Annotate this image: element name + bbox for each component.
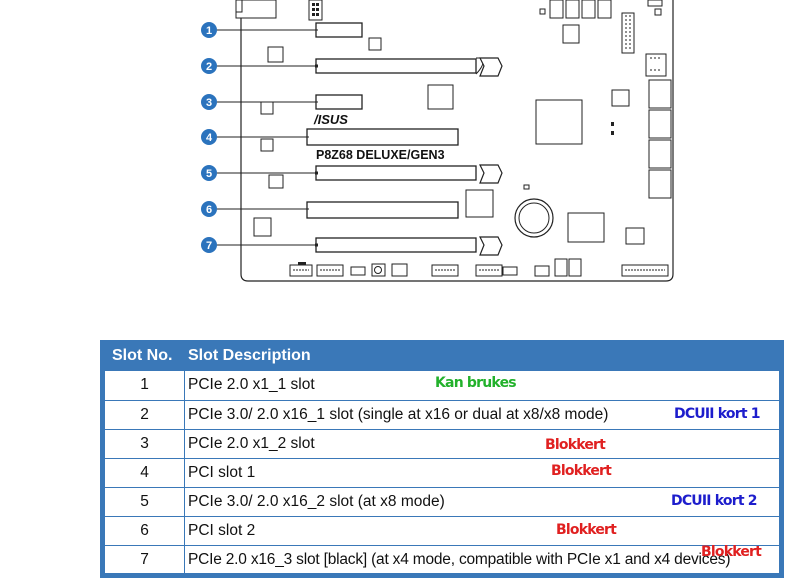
slot-number: 4 (140, 464, 149, 481)
slot-6 (306, 201, 459, 219)
svg-text:2: 2 (206, 61, 212, 73)
callout-2: 2 (201, 58, 318, 74)
callout-5: 5 (201, 165, 318, 181)
slot-note: DCUII kort 2 (671, 493, 758, 509)
cmos-battery (514, 198, 554, 238)
slot-4 (306, 128, 459, 146)
svg-text:7: 7 (206, 240, 212, 252)
slot-1 (315, 22, 363, 38)
slot-description: PCI slot 2 (188, 522, 256, 539)
callout-7: 7 (201, 237, 318, 253)
header-slot-description: Slot Description (188, 347, 311, 364)
slot-note: Blokkert (556, 522, 617, 538)
svg-text:4: 4 (206, 132, 213, 144)
header-slot-no: Slot No. (112, 347, 173, 364)
sata-port (648, 139, 672, 169)
table-row: 6 PCI slot 2 Blokkert (105, 516, 779, 545)
slot-description: PCIe 2.0 x1_1 slot (188, 376, 315, 393)
chipset (535, 99, 583, 145)
model-label: P8Z68 DELUXE/GEN3 (316, 148, 445, 162)
table-row: 2 PCIe 3.0/ 2.0 x16_1 slot (single at x1… (105, 400, 779, 429)
slot-number: 7 (140, 551, 149, 568)
table-row: 1 PCIe 2.0 x1_1 slot Kan brukes (105, 371, 779, 400)
slot-7 (315, 237, 477, 253)
slot-description: PCIe 3.0/ 2.0 x16_2 slot (at x8 mode) (188, 493, 445, 510)
slot-description: PCI slot 1 (188, 464, 256, 481)
slot-note: Blokkert (701, 544, 762, 560)
callout-4: 4 (201, 129, 309, 145)
table-row: 4 PCI slot 1 Blokkert (105, 458, 779, 487)
slot-note: DCUII kort 1 (674, 406, 761, 422)
table-row: 3 PCIe 2.0 x1_2 slot Blokkert (105, 429, 779, 458)
slot-number: 1 (140, 376, 149, 393)
atx-connector (621, 12, 635, 54)
slot-description: PCIe 2.0 x1_2 slot (188, 435, 315, 452)
svg-text:1: 1 (206, 25, 212, 37)
slot-2 (315, 58, 477, 74)
slot-number: 5 (140, 493, 149, 510)
slot-number: 6 (140, 522, 149, 539)
callout-6: 6 (201, 201, 309, 217)
table-body: 1 PCIe 2.0 x1_1 slot Kan brukes 2 PCIe 3… (105, 371, 779, 574)
table-header: Slot No. Slot Description (105, 340, 779, 371)
brand-logo: /ISUS (313, 112, 348, 127)
slot-table: Slot No. Slot Description 1 PCIe 2.0 x1_… (100, 340, 784, 578)
slot-note: Blokkert (551, 463, 612, 479)
slot-number: 2 (140, 406, 149, 423)
table-row: 7 PCIe 2.0 x16_3 slot [black] (at x4 mod… (105, 544, 779, 574)
svg-text:5: 5 (206, 168, 212, 180)
motherboard-diagram: /ISUS P8Z68 DELUXE/GEN3 1 2 3 4 5 (201, 0, 674, 282)
sata-port (648, 169, 672, 199)
svg-text:6: 6 (206, 204, 212, 216)
slot-description: PCIe 2.0 x16_3 slot [black] (at x4 mode,… (188, 551, 731, 568)
svg-text:3: 3 (206, 97, 212, 109)
slot-3 (315, 94, 363, 110)
top-connector-small (308, 0, 323, 21)
board-outline (240, 0, 674, 282)
slot-number: 3 (140, 435, 149, 452)
callout-3: 3 (201, 94, 318, 110)
callout-1: 1 (201, 22, 318, 38)
sata-port (648, 109, 672, 139)
slot-description: PCIe 3.0/ 2.0 x16_1 slot (single at x16 … (188, 406, 609, 423)
slot-note: Kan brukes (435, 375, 517, 391)
table-row: 5 PCIe 3.0/ 2.0 x16_2 slot (at x8 mode) … (105, 487, 779, 516)
sata-port (648, 79, 672, 109)
slot-note: Blokkert (545, 437, 606, 453)
slot-5 (315, 165, 477, 181)
